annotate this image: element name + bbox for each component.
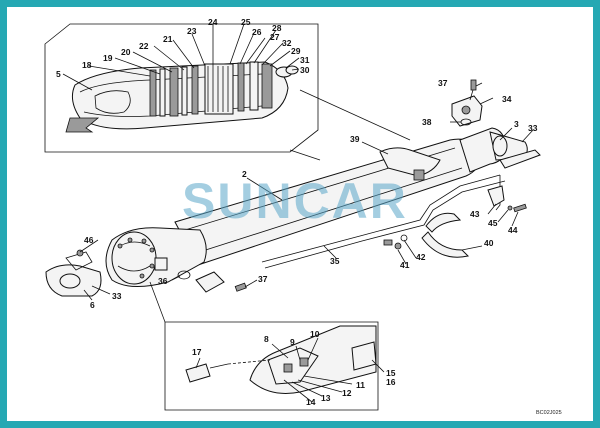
port-block xyxy=(154,257,168,271)
part-label-37-bottom: 37 xyxy=(258,274,268,284)
part-label-42: 42 xyxy=(416,252,426,262)
pipe-flange xyxy=(195,271,225,293)
main-cylinder-assembly xyxy=(45,127,541,297)
pipe-elbow xyxy=(495,175,501,211)
bolt-37-top xyxy=(470,79,477,91)
part-label-2: 2 xyxy=(242,169,247,179)
clamp-parts xyxy=(383,185,527,258)
hydraulic-pipe-outer xyxy=(264,180,506,269)
part-label-23: 23 xyxy=(187,26,197,36)
tube-shadow-line xyxy=(189,167,463,256)
part-label-13: 13 xyxy=(321,393,331,403)
cut-section-wedge xyxy=(65,117,100,133)
clevis-bore xyxy=(492,135,508,157)
part-label-20: 20 xyxy=(121,47,131,57)
bolt-41 xyxy=(394,242,402,250)
part-label-45: 45 xyxy=(488,218,498,228)
bottom-detail-inset xyxy=(149,281,385,411)
part-label-32: 32 xyxy=(282,38,292,48)
flange-bolt xyxy=(234,282,247,292)
inset-border xyxy=(44,23,319,153)
part-label-6: 6 xyxy=(90,300,95,310)
main-leader-lines xyxy=(79,82,534,301)
part-label-41: 41 xyxy=(400,260,410,270)
part-label-46: 46 xyxy=(84,235,94,245)
part-label-33-bottom: 33 xyxy=(112,291,122,301)
part-label-26: 26 xyxy=(252,27,262,37)
part-label-8: 8 xyxy=(264,334,269,344)
bracket-43 xyxy=(487,185,505,207)
part-label-30: 30 xyxy=(300,65,310,75)
clamp-block xyxy=(413,169,425,181)
inset-connector-line xyxy=(299,89,411,141)
rod-end-bracket xyxy=(499,149,541,169)
bolt-44 xyxy=(513,203,527,213)
part-label-31: 31 xyxy=(300,55,310,65)
part-label-18: 18 xyxy=(82,60,92,70)
eye-bore xyxy=(59,273,81,289)
part-label-15: 15 xyxy=(386,368,396,378)
part-label-11: 11 xyxy=(356,380,365,390)
part-label-22: 22 xyxy=(139,41,149,51)
bottom-inset-border xyxy=(164,321,379,411)
part-label-10: 10 xyxy=(310,329,320,339)
part-label-28: 28 xyxy=(272,23,282,33)
part-label-40: 40 xyxy=(484,238,494,248)
lock-plate xyxy=(267,347,319,385)
part-label-9: 9 xyxy=(290,337,295,347)
part-label-29: 29 xyxy=(291,46,301,56)
part-label-14: 14 xyxy=(306,397,316,407)
part-label-36: 36 xyxy=(158,276,168,286)
watermark: SUNCAR xyxy=(182,173,408,229)
part-label-3: 3 xyxy=(514,119,519,129)
part-label-43: 43 xyxy=(470,209,480,219)
seal-rings xyxy=(149,61,299,117)
base-flange xyxy=(111,231,157,285)
part-label-21: 21 xyxy=(163,34,173,44)
part-label-44: 44 xyxy=(508,225,518,235)
part-label-33-top: 33 xyxy=(528,123,538,133)
part-label-5: 5 xyxy=(56,69,61,79)
seal-detail-inset xyxy=(44,23,319,153)
grease-nipple xyxy=(76,249,84,257)
part-label-16: 16 xyxy=(386,377,396,387)
clamp-upper xyxy=(425,212,462,233)
hydraulic-pipe xyxy=(261,174,501,263)
part-label-34: 34 xyxy=(502,94,512,104)
part-label-24: 24 xyxy=(208,17,218,27)
inset-connector-line-lower xyxy=(289,149,321,161)
o-ring-36 xyxy=(177,270,191,280)
part-label-35: 35 xyxy=(330,256,340,266)
rod-end-parts xyxy=(451,79,483,127)
flange-bolt-ring xyxy=(117,241,151,272)
washer-42 xyxy=(400,234,408,242)
part-label-39: 39 xyxy=(350,134,360,144)
drawing-code: BC02J025 xyxy=(536,410,562,416)
bottom-inset-connector xyxy=(149,281,166,323)
clamp-40 xyxy=(421,231,470,258)
washer-45 xyxy=(507,205,513,211)
part-number-labels: 2 3 5 6 8 9 10 11 12 13 14 15 16 17 18 1… xyxy=(56,17,538,407)
rod-end-face xyxy=(94,90,131,114)
bolt-head-41 xyxy=(383,239,393,246)
part-label-27: 27 xyxy=(270,32,280,42)
inset-leader-lines xyxy=(62,23,300,91)
part-label-38: 38 xyxy=(422,117,432,127)
part-label-19: 19 xyxy=(103,53,113,63)
part-label-17: 17 xyxy=(192,347,202,357)
part-label-37-top: 37 xyxy=(438,78,448,88)
bolt-17 xyxy=(185,363,211,383)
part-label-25: 25 xyxy=(241,17,251,27)
part-label-12: 12 xyxy=(342,388,352,398)
